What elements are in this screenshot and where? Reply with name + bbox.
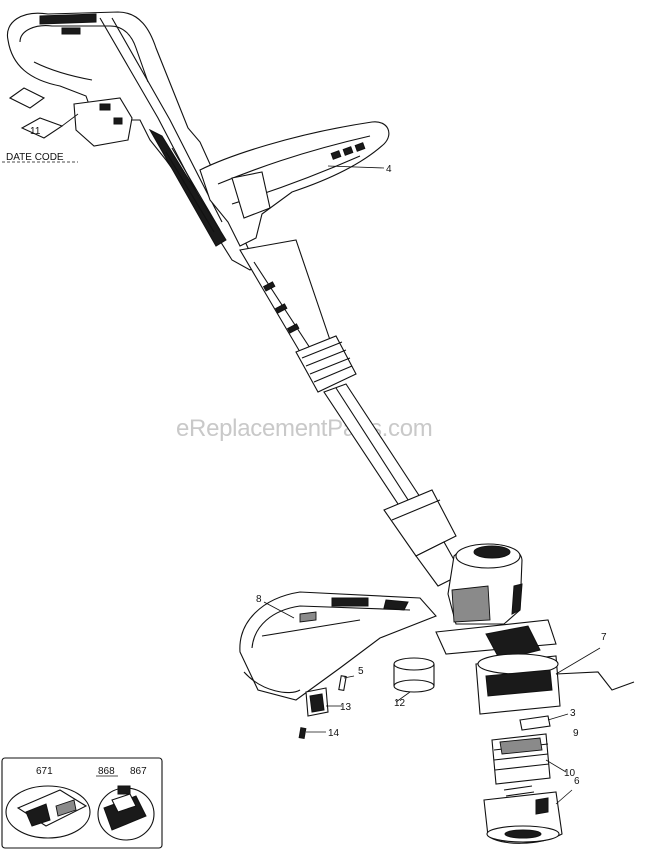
callout-7: 7 <box>601 632 607 643</box>
spool-illustration <box>483 715 563 844</box>
callout-9: 9 <box>573 728 579 739</box>
motor-head-illustration <box>435 543 635 715</box>
accessories-box: 671 868 867 <box>1 757 163 849</box>
callout-14: 14 <box>328 728 340 739</box>
callout-leaders <box>2 113 601 805</box>
callout-10: 10 <box>564 768 576 779</box>
rear-handle-illustration <box>6 11 263 271</box>
front-handle-illustration <box>199 121 390 247</box>
charger-part-number-a: 868 <box>98 766 115 777</box>
callout-8: 8 <box>256 594 262 605</box>
callout-4: 4 <box>386 164 392 175</box>
shaft-illustration <box>239 239 463 587</box>
charger-part-number-b: 867 <box>130 766 147 777</box>
callout-13: 13 <box>340 702 352 713</box>
callout-11-top: 11 <box>30 126 41 137</box>
callout-5: 5 <box>358 666 364 677</box>
callout-6: 6 <box>574 776 580 787</box>
battery-part-number: 671 <box>36 766 53 777</box>
callout-3: 3 <box>570 708 576 719</box>
guard-illustration <box>239 591 437 701</box>
callout-12: 12 <box>394 698 406 709</box>
watermark: eReplacementParts.com <box>176 415 432 442</box>
battery-illustration <box>5 785 91 839</box>
charger-illustration <box>97 785 155 841</box>
callout-date-code: DATE CODE <box>6 152 64 163</box>
small-parts-illustration <box>298 657 435 740</box>
